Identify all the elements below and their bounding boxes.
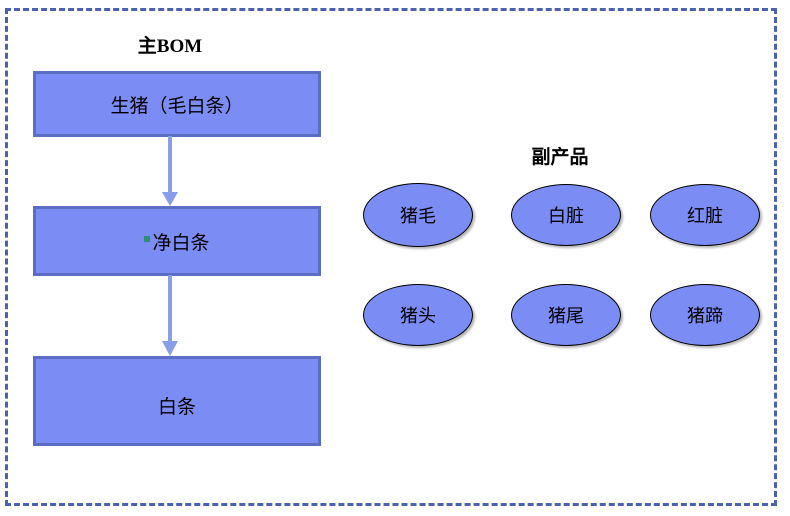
main-bom-title: 主BOM [137,36,203,57]
byproduct-node-pig-trotter[interactable]: 猪蹄 [650,284,760,346]
process-box-label: 净白条 [152,232,210,254]
arrow-down-icon-clean-to-carcass [162,275,178,356]
byproduct-label: 猪尾 [548,306,584,326]
byproduct-label: 猪蹄 [687,306,723,326]
process-box-clean-carcass[interactable]: 净白条 [33,206,321,276]
byproduct-label: 红脏 [687,206,723,226]
diagram-frame-border [5,8,777,506]
arrow-down-icon-raw-to-clean [162,136,178,206]
bullet-marker-icon [144,232,152,250]
byproduct-node-pig-hair[interactable]: 猪毛 [363,183,473,247]
process-box-label: 白条 [157,397,196,418]
byproduct-label: 猪毛 [400,206,436,226]
byproduct-label: 猪头 [400,306,436,326]
byproduct-node-red-offal[interactable]: 红脏 [650,184,760,246]
process-box-label: 生猪（毛白条） [110,95,244,117]
byproduct-node-pig-tail[interactable]: 猪尾 [511,284,621,346]
process-box-carcass[interactable]: 白条 [33,356,321,446]
process-box-raw-pig[interactable]: 生猪（毛白条） [33,71,321,137]
byproducts-title: 副产品 [531,147,589,168]
byproduct-node-white-offal[interactable]: 白脏 [511,184,621,246]
byproduct-node-pig-head[interactable]: 猪头 [363,284,473,346]
byproduct-label: 白脏 [548,206,584,226]
